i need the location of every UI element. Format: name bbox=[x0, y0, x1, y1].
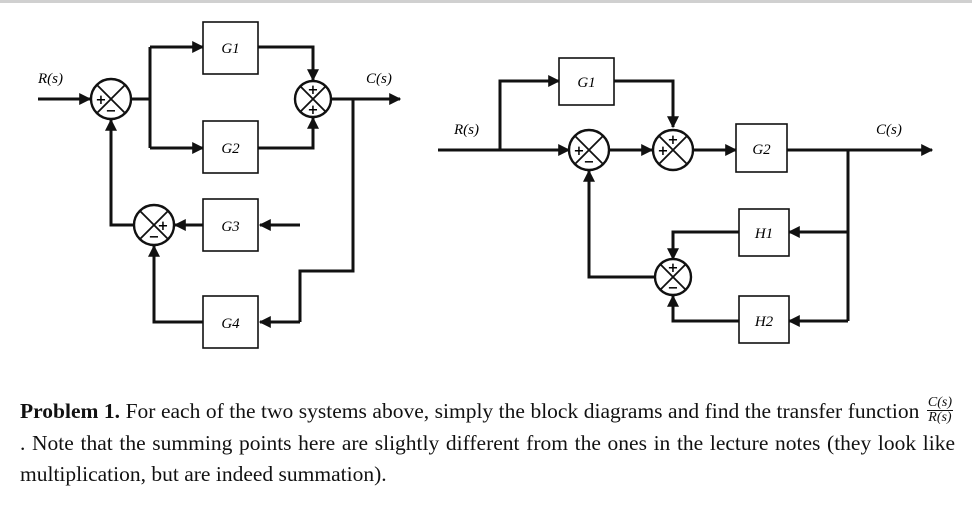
problem-title: Problem 1. bbox=[20, 399, 121, 423]
block-g3-label: G3 bbox=[221, 219, 239, 235]
svg-text:−: − bbox=[668, 281, 679, 296]
summing-junction-b: + + bbox=[651, 128, 695, 172]
diagram-2: G1 G2 H1 H2 + − + + + − bbox=[438, 57, 934, 344]
summing-junction-output: + + bbox=[293, 79, 333, 119]
block-h2-label: H2 bbox=[754, 314, 774, 330]
block-g1-label: G1 bbox=[221, 41, 239, 57]
svg-text:+: + bbox=[308, 83, 319, 98]
d2-output-label: C(s) bbox=[876, 122, 902, 138]
block-g4-label: G4 bbox=[221, 316, 240, 332]
diagram-1: G1 G2 G3 G4 + − + + + − bbox=[37, 21, 402, 349]
svg-text:+: + bbox=[158, 219, 169, 234]
fraction-denominator: R(s) bbox=[928, 409, 952, 425]
d1-output-label: C(s) bbox=[366, 71, 392, 87]
svg-text:+: + bbox=[668, 261, 679, 276]
problem-text-after: . Note that the summing points here are … bbox=[20, 430, 955, 486]
summing-junction-main: + − bbox=[89, 77, 133, 121]
svg-text:+: + bbox=[96, 93, 107, 108]
block-g2 bbox=[735, 123, 788, 173]
block-g3 bbox=[202, 198, 259, 252]
svg-text:+: + bbox=[658, 144, 669, 159]
summing-junction-c: + − bbox=[653, 257, 693, 297]
svg-text:−: − bbox=[149, 230, 160, 245]
block-g1 bbox=[558, 57, 615, 106]
summing-junction-a: + − bbox=[567, 128, 611, 172]
transfer-function-fraction: C(s)R(s) bbox=[926, 394, 953, 425]
svg-text:+: + bbox=[308, 103, 319, 118]
block-g1-label: G1 bbox=[577, 75, 595, 91]
svg-text:−: − bbox=[106, 104, 117, 119]
block-g2-label: G2 bbox=[752, 142, 771, 158]
fraction-numerator: C(s) bbox=[926, 394, 953, 411]
block-g1 bbox=[202, 21, 259, 75]
problem-statement: Problem 1. For each of the two systems a… bbox=[20, 394, 955, 490]
svg-text:+: + bbox=[574, 144, 585, 159]
d2-input-label: R(s) bbox=[453, 122, 479, 138]
svg-text:+: + bbox=[668, 133, 679, 148]
block-g2-label: G2 bbox=[221, 141, 240, 157]
block-h2 bbox=[738, 295, 790, 344]
summing-junction-feedback: + − bbox=[132, 203, 176, 247]
svg-text:−: − bbox=[584, 155, 595, 170]
problem-text-before: For each of the two systems above, simpl… bbox=[125, 399, 920, 423]
block-h1 bbox=[738, 208, 790, 257]
block-g4 bbox=[202, 295, 259, 349]
d1-input-label: R(s) bbox=[37, 71, 63, 87]
top-border bbox=[0, 0, 972, 3]
block-g2 bbox=[202, 120, 259, 174]
block-h1-label: H1 bbox=[754, 226, 773, 242]
block-diagrams: G1 G2 G3 G4 + − + + + − bbox=[37, 21, 934, 349]
